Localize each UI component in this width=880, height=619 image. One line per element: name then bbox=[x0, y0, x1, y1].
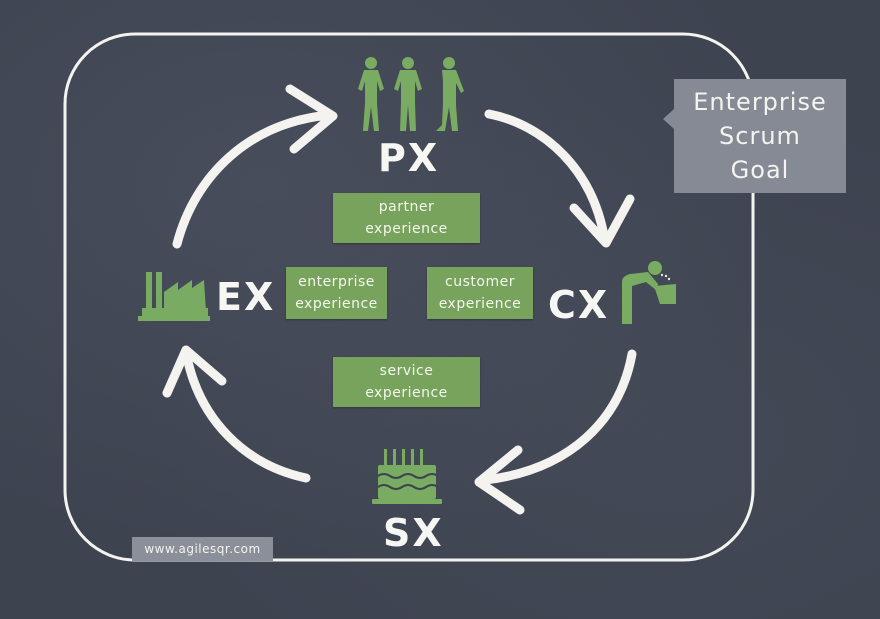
box-line: customer bbox=[445, 274, 515, 290]
ex-label: EX bbox=[216, 275, 276, 319]
arrow-cx-to-sx bbox=[474, 349, 637, 515]
sx-label: SX bbox=[383, 511, 444, 555]
arrow-px-to-cx bbox=[484, 109, 635, 248]
box-line: enterprise bbox=[298, 274, 375, 290]
person-drinking-fountain-icon bbox=[618, 256, 680, 328]
callout-line: Goal bbox=[730, 156, 790, 184]
outer-frame bbox=[63, 32, 755, 562]
arrow-sx-to-ex bbox=[162, 345, 311, 483]
service-experience-box: service experience bbox=[333, 357, 480, 407]
box-line: experience bbox=[295, 296, 378, 312]
box-line: experience bbox=[365, 221, 448, 237]
birthday-cake-icon bbox=[372, 445, 442, 507]
enterprise-scrum-goal-callout: Enterprise Scrum Goal bbox=[663, 79, 846, 193]
px-label: PX bbox=[378, 136, 440, 180]
box-line: service bbox=[379, 363, 434, 379]
customer-experience-box: customer experience bbox=[427, 267, 533, 319]
arrow-ex-to-px bbox=[172, 84, 338, 249]
people-icon bbox=[348, 55, 468, 135]
box-line: experience bbox=[438, 296, 522, 312]
partner-experience-box: partner experience bbox=[333, 193, 480, 243]
callout-line: Enterprise bbox=[693, 88, 827, 116]
cx-label: CX bbox=[548, 283, 610, 327]
enterprise-experience-box: enterprise experience bbox=[286, 267, 387, 319]
watermark-url: www.agilesqr.com bbox=[132, 537, 273, 561]
callout-line: Scrum bbox=[719, 122, 801, 150]
box-line: partner bbox=[378, 199, 435, 215]
box-line: experience bbox=[365, 385, 448, 401]
factory-icon bbox=[138, 270, 210, 322]
